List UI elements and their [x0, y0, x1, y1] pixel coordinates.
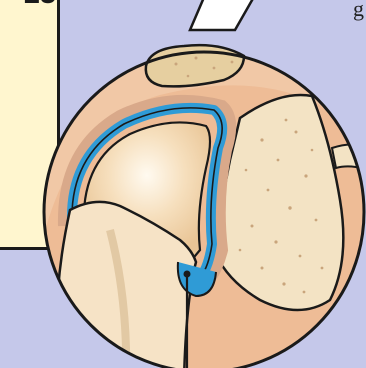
coracoid-edge [332, 144, 366, 170]
paper-strip [190, 0, 255, 30]
